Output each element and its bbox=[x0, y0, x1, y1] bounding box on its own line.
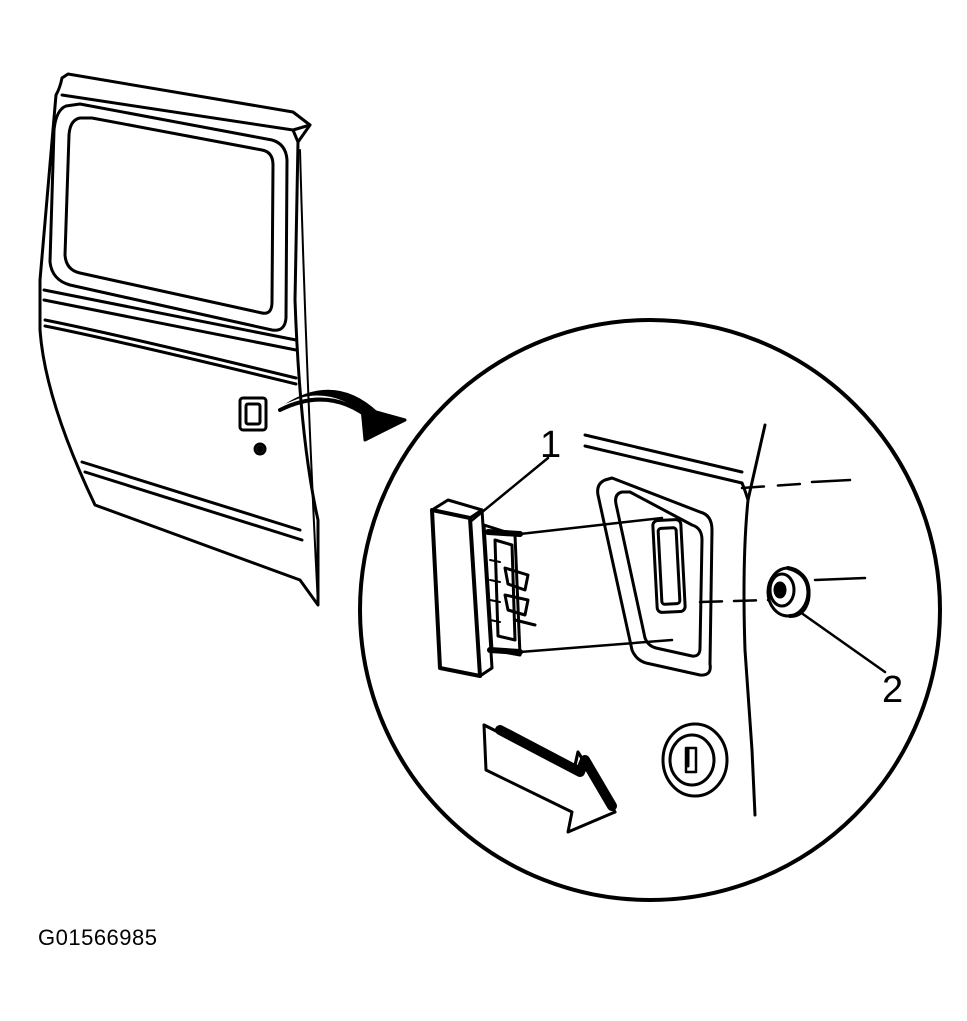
alignment-lines bbox=[518, 478, 867, 654]
exterior-handle bbox=[430, 498, 537, 678]
callout-2-label: 2 bbox=[882, 669, 903, 711]
door-handle-icon bbox=[238, 396, 268, 456]
callout-2: 2 bbox=[798, 610, 903, 711]
callout-1-label: 1 bbox=[540, 424, 561, 466]
detail-pointer-arrow bbox=[278, 389, 407, 442]
detail-view bbox=[358, 318, 942, 902]
direction-arrow-icon bbox=[482, 723, 617, 834]
callout-1: 1 bbox=[468, 424, 561, 524]
figure-id: G01566985 bbox=[38, 925, 158, 950]
sliding-door bbox=[38, 72, 320, 607]
detail-door-surface bbox=[583, 423, 767, 817]
lock-cylinder-icon bbox=[661, 722, 729, 798]
grommet-icon bbox=[766, 566, 811, 618]
